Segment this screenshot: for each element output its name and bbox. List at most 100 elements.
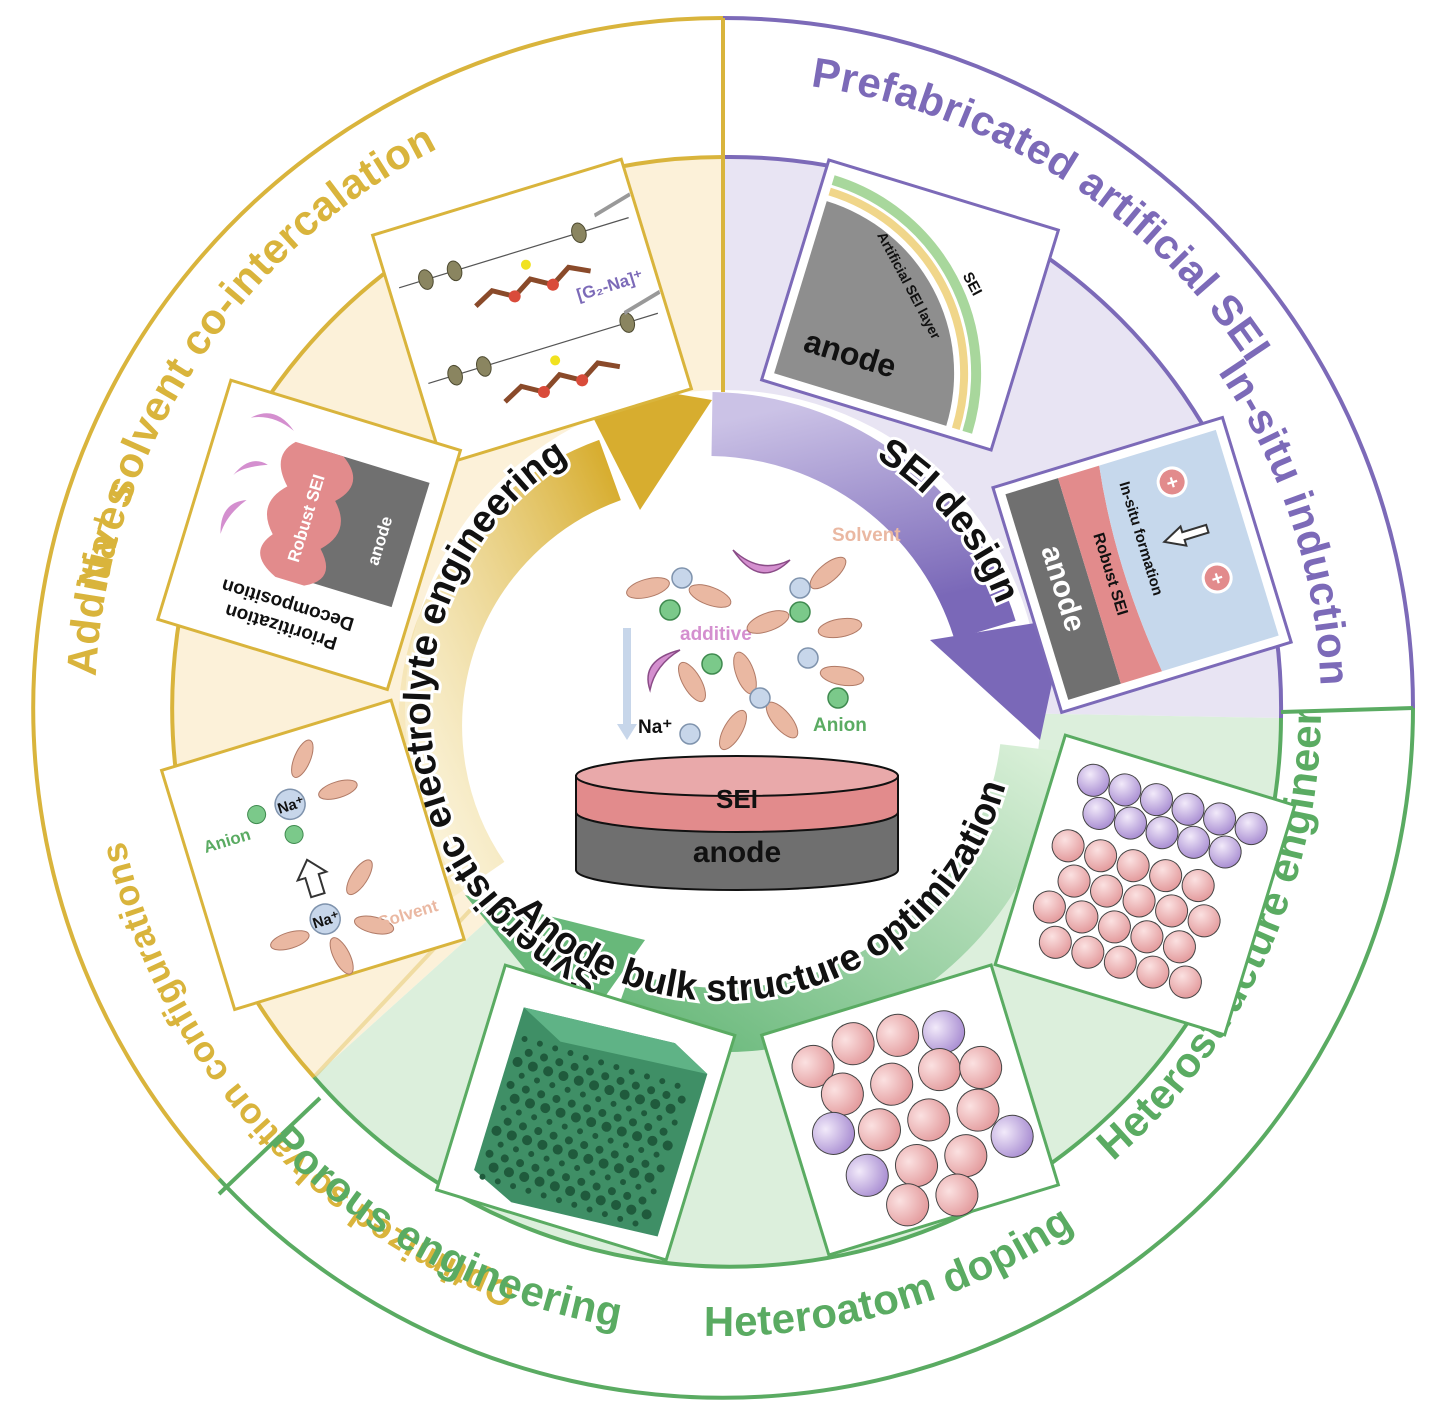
center-additive-crescent	[732, 549, 791, 574]
pore	[518, 1122, 527, 1131]
pore	[641, 1209, 652, 1220]
panel-insitu: + + anode Robust SEI In-situ formation	[991, 415, 1294, 715]
heteroatom-particle	[831, 1022, 875, 1066]
center-solvent-molecule	[746, 610, 790, 634]
pore	[601, 1121, 612, 1132]
heterostructure-particle	[1057, 864, 1091, 898]
panel-porous	[434, 963, 737, 1262]
pore	[595, 1145, 604, 1154]
panel-heteroatom	[759, 963, 1061, 1257]
heteroatom-particle	[791, 1044, 835, 1088]
pore	[503, 1167, 514, 1178]
pore	[524, 1048, 533, 1057]
pore	[536, 1040, 543, 1047]
heterostructure-particle	[1162, 930, 1196, 964]
center-na-ion	[671, 567, 693, 589]
pore	[619, 1089, 630, 1100]
pore	[629, 1167, 640, 1178]
pore	[537, 1139, 548, 1150]
pore	[671, 1119, 678, 1126]
panel-additives: Robust SEI anode Prioritization Decompos…	[155, 378, 463, 692]
pore	[573, 1075, 584, 1086]
pore	[662, 1140, 673, 1151]
heterostructure-particle	[1203, 802, 1237, 836]
pore	[601, 1072, 610, 1081]
center-solvent-molecule	[809, 556, 847, 590]
pore	[604, 1174, 611, 1181]
pore	[643, 1073, 650, 1080]
pore	[497, 1141, 504, 1148]
heteroatom-particle	[956, 1088, 1000, 1132]
heterostructure-particle	[1136, 955, 1170, 989]
pore	[659, 1127, 668, 1136]
center-solvent-molecule	[626, 577, 670, 599]
pore	[625, 1105, 632, 1112]
pore	[485, 1149, 494, 1158]
pore	[677, 1095, 686, 1104]
pore	[565, 1185, 576, 1196]
pore	[516, 1159, 525, 1168]
center-solvent-molecule	[688, 584, 732, 608]
pore	[522, 1135, 533, 1146]
pore	[613, 1064, 620, 1071]
pore	[628, 1118, 637, 1127]
heterostructure-particle	[1084, 839, 1118, 873]
panel-cointercalation: [G₂-Na]⁺	[370, 157, 694, 467]
heteroatom-particle	[907, 1098, 951, 1142]
pore	[647, 1086, 656, 1095]
heterostructure-particle	[1032, 890, 1066, 924]
pore	[540, 1103, 551, 1114]
pore	[567, 1099, 576, 1108]
heteroatom-particle	[990, 1114, 1034, 1158]
heterostructure-particle	[1181, 869, 1215, 903]
pore	[583, 1104, 592, 1113]
pore	[521, 1036, 528, 1043]
pore	[571, 1201, 578, 1208]
label-additives: Additives	[58, 475, 144, 677]
outer-ring-arc-sei	[722, 16, 1415, 709]
pore	[626, 1204, 637, 1215]
pore	[582, 1054, 589, 1061]
heteroatom-particle	[811, 1111, 855, 1155]
pore	[540, 1192, 547, 1199]
heteroatom-particle	[944, 1134, 988, 1178]
divider-bottom-left	[217, 1096, 322, 1196]
center-down-arrow	[623, 628, 631, 726]
heterostructure-particle	[1149, 859, 1183, 893]
pore	[540, 1053, 549, 1062]
pore	[531, 1163, 540, 1172]
pore	[598, 1059, 605, 1066]
pore	[674, 1082, 681, 1089]
pore	[595, 1195, 606, 1206]
pore	[641, 1110, 648, 1117]
pore	[580, 1141, 589, 1150]
pore	[568, 1149, 579, 1160]
pore	[604, 1085, 615, 1096]
heteroatom-particle	[876, 1013, 920, 1057]
pore	[491, 1125, 502, 1136]
pore	[616, 1076, 625, 1085]
pore	[500, 1154, 509, 1163]
pore	[598, 1108, 607, 1117]
center-anion-label: Anion	[813, 715, 867, 736]
pore	[552, 1144, 563, 1155]
pore	[503, 1117, 512, 1126]
pore	[577, 1177, 586, 1186]
heterostructure-particle	[1113, 806, 1147, 840]
panel-artificial-sei: anode Artificial SEI layer SEI	[759, 158, 1061, 452]
pore	[555, 1107, 566, 1118]
pore	[623, 1191, 632, 1200]
pore	[610, 1100, 617, 1107]
pore	[534, 1077, 541, 1084]
pore	[525, 1187, 532, 1194]
pore	[494, 1178, 501, 1185]
pore	[524, 1098, 535, 1109]
heterostructure-particle	[1076, 763, 1110, 797]
heteroatom-particle	[935, 1173, 979, 1217]
pore	[662, 1090, 671, 1099]
center-na-ion	[679, 723, 701, 745]
pore	[552, 1094, 561, 1103]
pore	[534, 1127, 543, 1136]
pore	[622, 1142, 629, 1149]
center-na-ion	[789, 577, 811, 599]
